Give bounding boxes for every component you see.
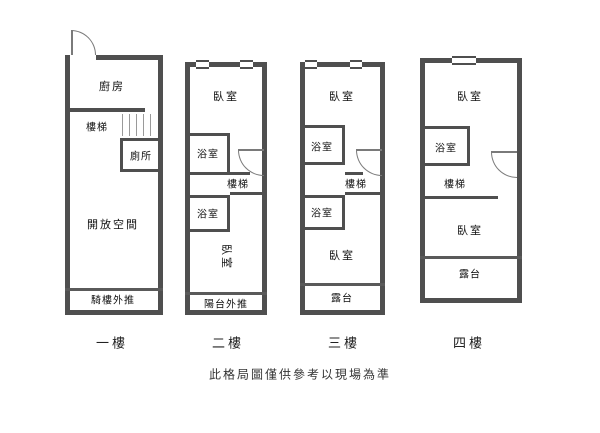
- wall: [300, 283, 385, 286]
- room-label-terrace: 露台: [331, 293, 353, 305]
- room-label-bedroom: 臥室: [329, 91, 355, 103]
- wall: [230, 192, 267, 195]
- wall: [230, 172, 250, 175]
- room-label-arcade: 騎樓外推: [91, 295, 135, 307]
- room-label-kitchen: 廚房: [99, 81, 125, 93]
- wall: [185, 292, 267, 295]
- window-symbol: [452, 56, 476, 65]
- wall: [262, 62, 267, 315]
- room-label-bedroom: 臥室: [457, 91, 483, 103]
- wall: [420, 196, 498, 199]
- wall: [65, 108, 145, 112]
- room-label-bathroom: 浴室: [197, 209, 219, 221]
- floor-label-1: 一樓: [95, 335, 129, 351]
- wall: [158, 55, 163, 315]
- wall: [185, 310, 267, 315]
- wall: [65, 288, 163, 291]
- room-label-bedroom: 臥室: [213, 91, 239, 103]
- bathroom-room: [420, 126, 470, 166]
- room-label-terrace: 露台: [459, 269, 481, 281]
- wall: [380, 62, 385, 315]
- floor-label-2: 二樓: [211, 335, 245, 351]
- window-symbol: [350, 60, 362, 69]
- room-label-bathroom: 浴室: [435, 143, 457, 155]
- wall: [96, 55, 163, 60]
- bathroom-room: [185, 133, 230, 175]
- room-label-stairs: 樓梯: [86, 122, 108, 134]
- room-label-balcony: 陽台外推: [204, 299, 248, 311]
- room-label-toilet: 廁所: [130, 151, 152, 163]
- door-arc: [491, 152, 517, 178]
- room-label-stairs: 樓梯: [345, 179, 367, 191]
- wall: [420, 58, 425, 303]
- window-symbol: [305, 60, 317, 69]
- window-symbol: [240, 60, 253, 69]
- wall: [300, 62, 305, 315]
- room-label-open-space: 開放空間: [87, 219, 139, 231]
- bathroom-room: [300, 125, 345, 165]
- wall: [65, 310, 163, 315]
- bathroom-room: [185, 195, 230, 232]
- room-label-bedroom: 臥室: [329, 250, 355, 262]
- disclaimer-caption: 此格局圖僅供參考以現場為準: [208, 367, 392, 382]
- wall: [345, 192, 385, 195]
- wall: [300, 62, 385, 67]
- wall: [420, 298, 522, 303]
- stair-treads: [122, 114, 156, 136]
- room-label-bathroom: 浴室: [311, 142, 333, 154]
- wall: [185, 62, 190, 315]
- room-label-bathroom: 浴室: [311, 208, 333, 220]
- wall: [185, 62, 267, 67]
- wall: [517, 58, 522, 303]
- wall: [420, 256, 522, 259]
- bathroom-room: [300, 195, 345, 230]
- toilet-room: [120, 138, 163, 172]
- room-label-stairs: 樓梯: [444, 179, 466, 191]
- window-symbol: [196, 60, 209, 69]
- floor-label-3: 三樓: [327, 335, 361, 351]
- wall: [300, 310, 385, 315]
- floor-label-4: 四樓: [452, 335, 486, 351]
- room-label-stairs: 樓梯: [227, 179, 249, 191]
- wall: [65, 55, 70, 315]
- room-label-bathroom: 浴室: [197, 149, 219, 161]
- wall: [345, 172, 363, 175]
- room-label-bedroom: 臥室: [457, 225, 483, 237]
